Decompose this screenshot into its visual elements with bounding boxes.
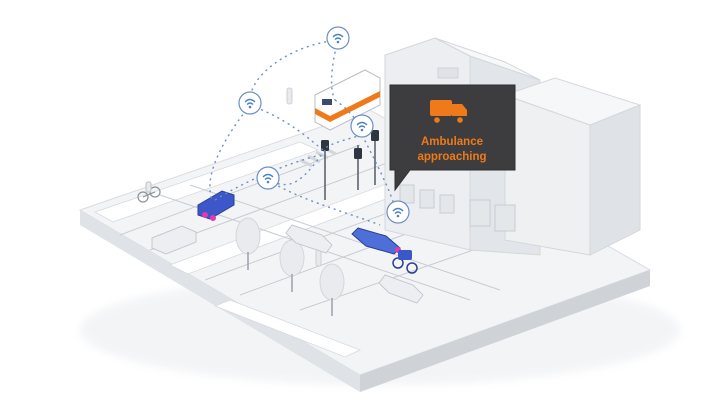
connected-car [197, 190, 235, 221]
car [378, 274, 424, 304]
bicycle [137, 181, 161, 203]
trees [235, 217, 345, 316]
wifi-icon [350, 114, 374, 138]
platform-front-right [360, 270, 650, 392]
car [151, 225, 197, 255]
traffic-light-heads [321, 130, 379, 159]
sidewalk-north [94, 141, 320, 223]
ambulance [314, 69, 381, 131]
sidewalk-front [213, 299, 362, 358]
truck-icon [430, 100, 467, 124]
platform-front-left [80, 210, 360, 392]
alert-line-1: Ambulance [421, 136, 483, 148]
pedestrians [286, 87, 322, 267]
wifi-icon [238, 91, 262, 115]
motorcycle [392, 250, 418, 274]
alert-line-2: approaching [417, 151, 486, 163]
wifi-icon [386, 200, 410, 224]
car [285, 224, 333, 254]
ambulance-alert-callout: Ambulance approaching [389, 84, 516, 192]
wifi-icon [256, 166, 280, 190]
wifi-icon [326, 26, 350, 50]
